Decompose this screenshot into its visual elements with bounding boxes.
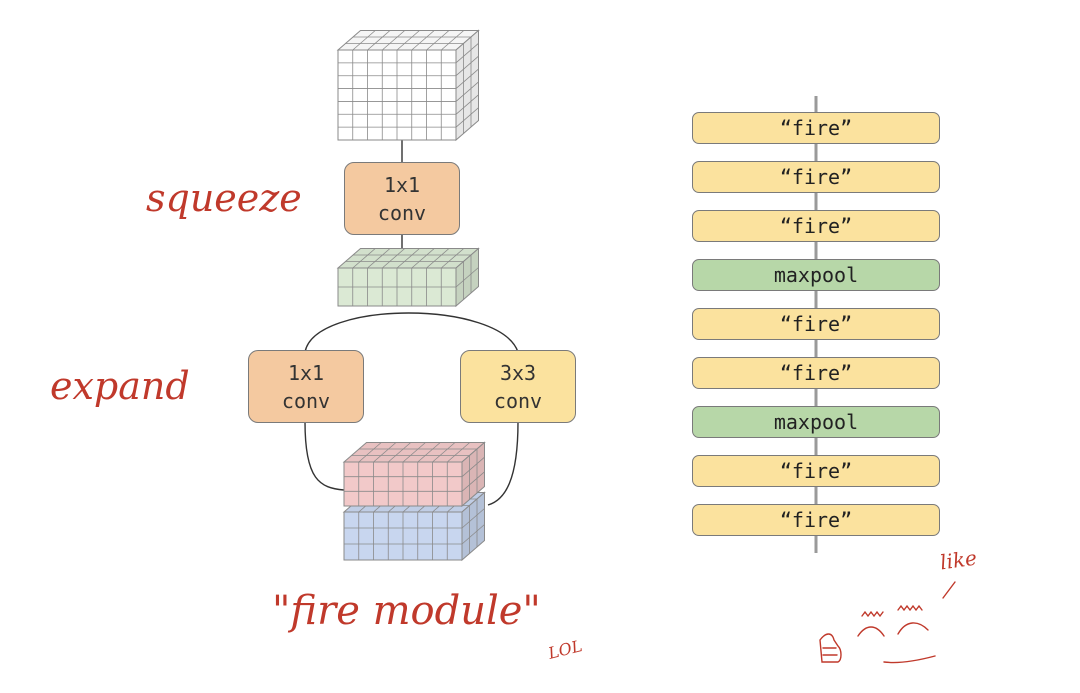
connector-right-merge	[487, 421, 519, 506]
stack-layer-fire: “fire”	[692, 308, 940, 340]
stack-layer-fire: “fire”	[692, 112, 940, 144]
expand-left-conv-line2: conv	[281, 388, 331, 413]
stack-layer-fire: “fire”	[692, 210, 940, 242]
expand-left-conv-line1: 1x1	[287, 360, 325, 385]
fire-module-caption: "fire module"	[272, 588, 541, 634]
expand-handwritten-label: expand	[50, 364, 190, 408]
squeeze-conv-line1: 1x1	[383, 172, 421, 197]
expand-output-pink-cube	[342, 441, 486, 508]
input-tensor-cube	[336, 29, 480, 142]
like-handwritten-note: like	[938, 545, 979, 575]
squeeze-handwritten-label: squeeze	[146, 176, 302, 220]
stack-layer-maxpool: maxpool	[692, 259, 940, 291]
stack-layer-maxpool: maxpool	[692, 406, 940, 438]
squeezed-tensor-cube	[336, 247, 480, 308]
stack-layer-fire: “fire”	[692, 161, 940, 193]
connector-left-merge	[304, 421, 345, 491]
fire-module-connectors	[304, 140, 519, 506]
stack-layer-fire: “fire”	[692, 455, 940, 487]
expand-3x3-conv-box: 3x3 conv	[460, 350, 576, 423]
expand-right-conv-line1: 3x3	[499, 360, 537, 385]
expand-right-conv-line2: conv	[493, 388, 543, 413]
squeeze-conv-line2: conv	[377, 200, 427, 225]
connector-split-arc	[304, 312, 519, 353]
stack-layer-fire: “fire”	[692, 504, 940, 536]
expand-1x1-conv-box: 1x1 conv	[248, 350, 364, 423]
stack-layer-fire: “fire”	[692, 357, 940, 389]
thumbs-up-doodle-icon	[819, 581, 956, 664]
squeeze-1x1-conv-box: 1x1 conv	[344, 162, 460, 235]
